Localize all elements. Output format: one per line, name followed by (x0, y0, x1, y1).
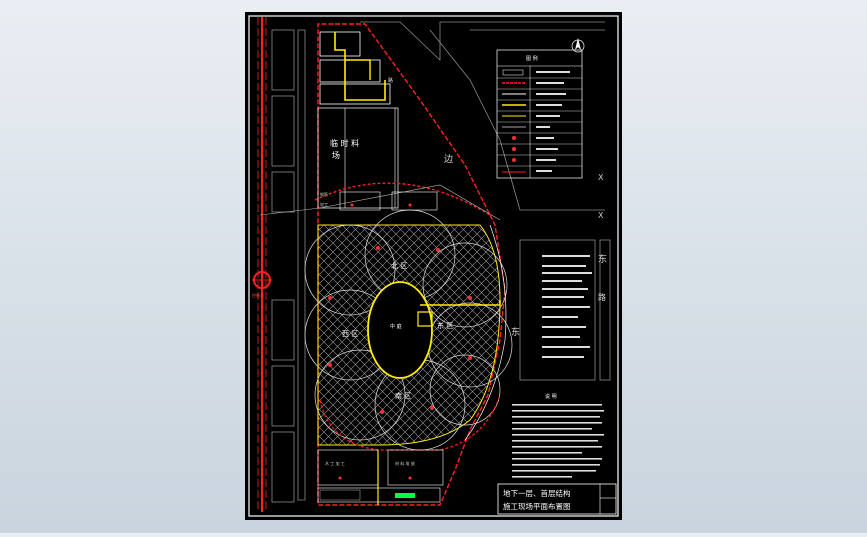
north-arrow-icon (571, 38, 585, 53)
svg-text:控制点: 控制点 (252, 292, 264, 298)
svg-text:加工: 加工 (320, 201, 328, 207)
sheet-border (248, 15, 619, 517)
title-line-1: 地下一层、首层结构 (503, 488, 571, 498)
x-mark-1: X (598, 173, 604, 182)
road-side-label: 边 (444, 154, 453, 165)
crane-points (328, 246, 472, 414)
general-notes: 说 明 (512, 393, 604, 478)
south-facilities: 木 工 加 工 材 料 堆 放 (317, 449, 444, 505)
site-boundary (317, 23, 506, 506)
west-road: 控制点 (252, 17, 272, 512)
title-block: 地下一层、首层结构 施工现场平面布置图 (497, 483, 617, 515)
svg-text:钢筋: 钢筋 (320, 191, 328, 197)
legend-table: 图 例 (496, 49, 583, 179)
notes-title: 说 明 (545, 393, 557, 400)
x-mark-2: X (598, 211, 604, 220)
center-label: 中 庭 (390, 323, 402, 330)
legend-title: 图 例 (526, 55, 538, 62)
material-yard: 临 时 料 场 边 路 (317, 77, 453, 209)
svg-text:路: 路 (388, 77, 393, 84)
zone-north-label: 北 区 (391, 262, 407, 270)
zone-south-label: 南 区 (395, 391, 411, 400)
crane-radii (304, 209, 513, 451)
northeast-blocks (360, 21, 611, 381)
title-line-2: 施工现场平面布置图 (503, 501, 571, 511)
east-road-label-1: 东 (598, 253, 607, 265)
site-offices: 钢筋 加工 (320, 191, 438, 211)
temp-buildings (319, 31, 391, 105)
west-buildings (271, 29, 306, 503)
central-courtyard (367, 281, 433, 379)
svg-text:木 工 加 工: 木 工 加 工 (325, 460, 345, 466)
temp-site-label-2: 场 (332, 151, 340, 160)
note-block-east (542, 255, 592, 358)
temp-site-label: 临 时 料 (330, 138, 359, 148)
east-road-label-2: 路 (598, 292, 606, 302)
svg-text:材 料 堆 放: 材 料 堆 放 (395, 460, 415, 466)
zone-west-label: 西 区 (342, 330, 358, 338)
site-gate (317, 487, 441, 503)
zone-east-label: 东 区 (437, 321, 453, 330)
east-road-label-3: 东 (511, 326, 520, 338)
